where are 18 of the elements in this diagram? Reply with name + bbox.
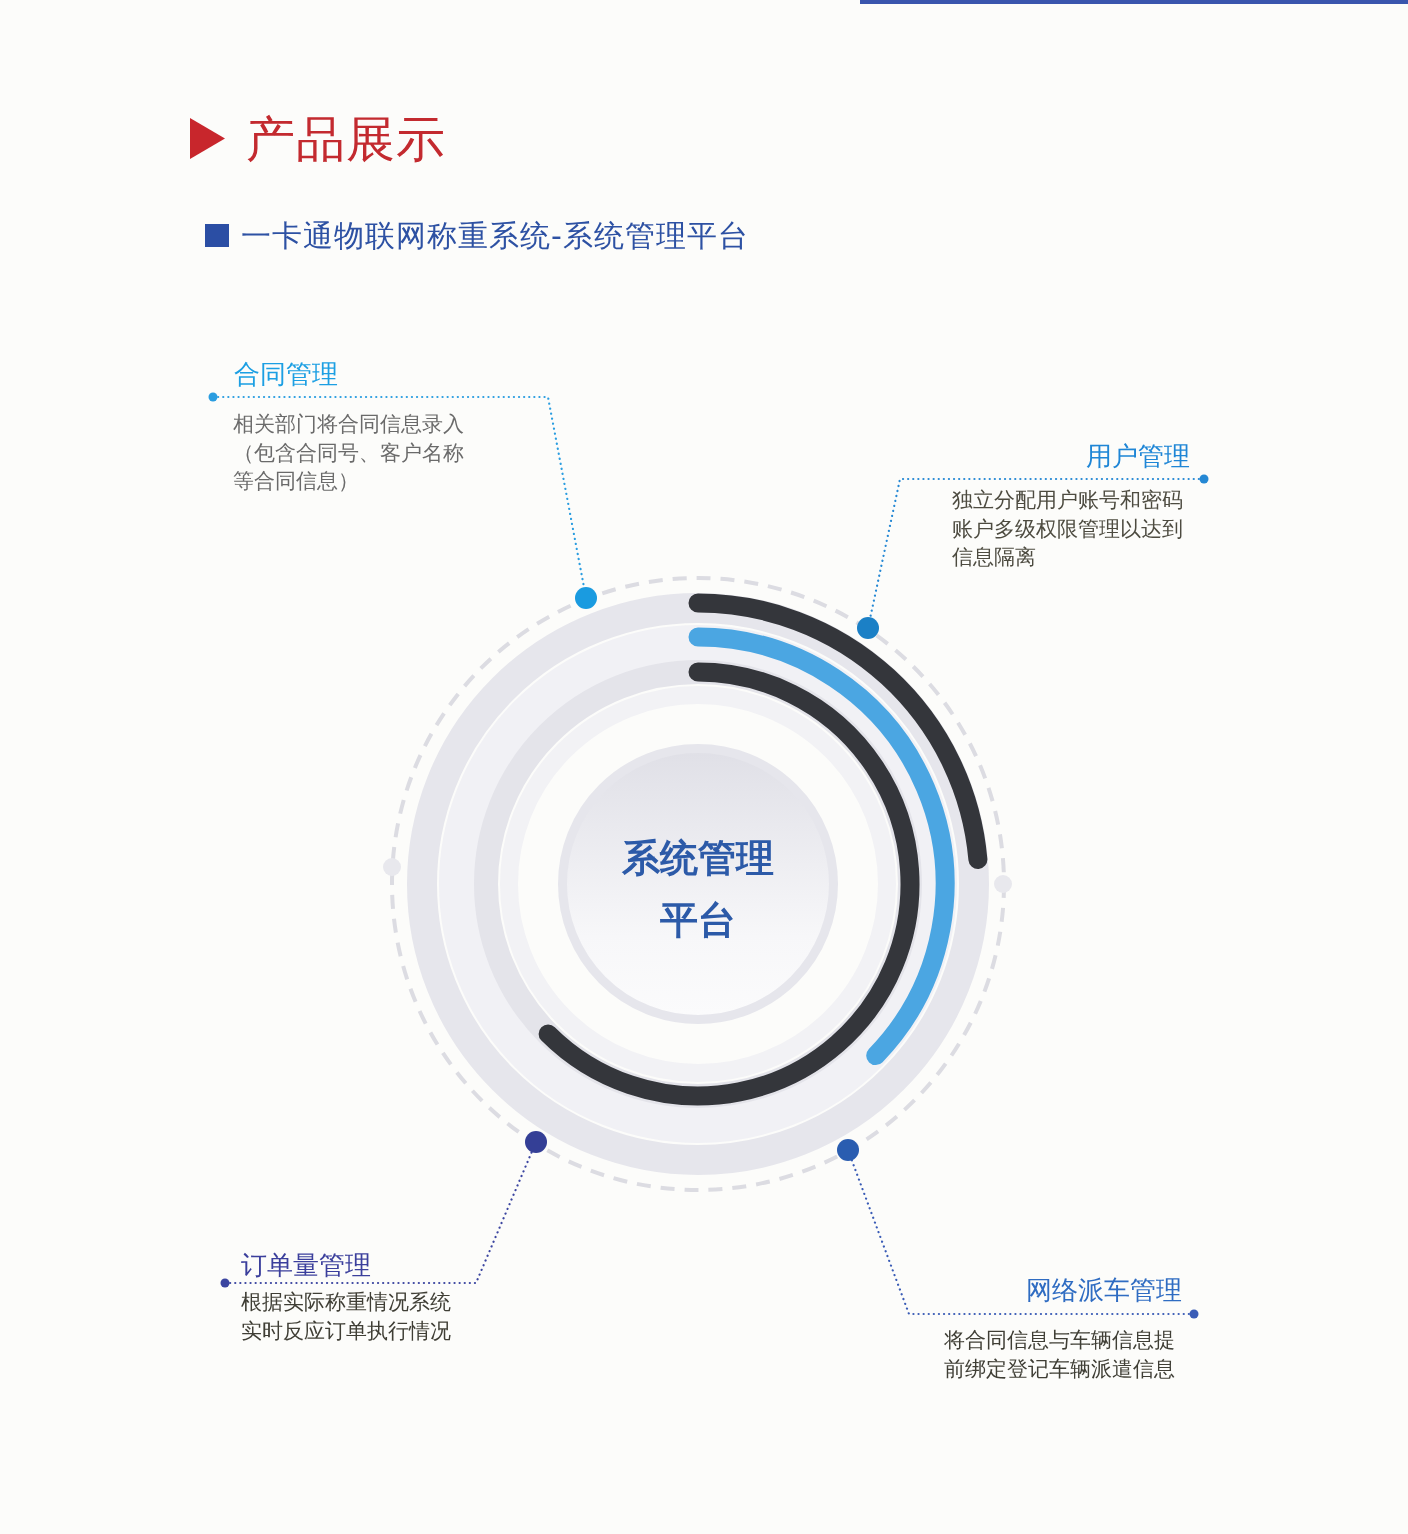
callout-text: 相关部门将合同信息录入（包含合同号、客户名称等合同信息） (233, 411, 465, 495)
subtitle: 一卡通物联网称重系统-系统管理平台 (241, 218, 749, 254)
leader-line (220, 1151, 533, 1288)
dot-icon (525, 1131, 547, 1153)
callout-title: 订单量管理 (241, 1250, 371, 1282)
dot-icon (575, 587, 597, 609)
callout-text: 独立分配用户账号和密码账户多级权限管理以达到信息隔离 (952, 487, 1184, 571)
callout-title: 合同管理 (234, 359, 338, 391)
leader-line (850, 1159, 1199, 1319)
page-title: 产品展示 (246, 110, 446, 170)
callout-title: 用户管理 (1086, 441, 1190, 473)
callout-text: 将合同信息与车辆信息提前绑定登记车辆派遣信息 (944, 1327, 1176, 1383)
leader-line (869, 474, 1209, 619)
dot-icon (857, 617, 879, 639)
callout-title: 网络派车管理 (1026, 1275, 1182, 1307)
callout-text: 根据实际称重情况系统实时反应订单执行情况 (241, 1289, 452, 1345)
dot-icon (837, 1139, 859, 1161)
center-title: 系统管理平台 (621, 835, 775, 944)
